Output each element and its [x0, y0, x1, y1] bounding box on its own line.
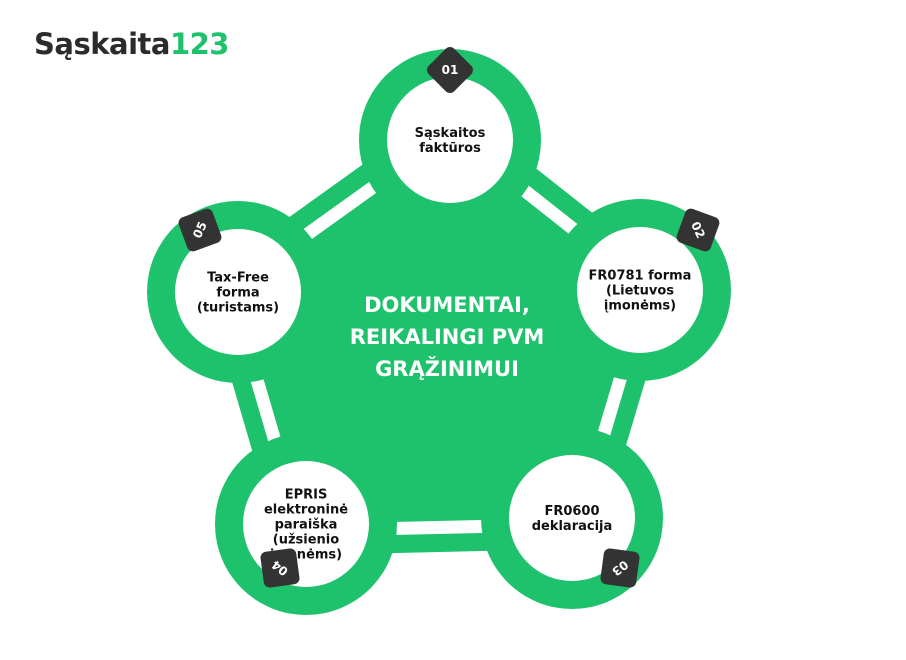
- node-label-line: įmonėms): [604, 299, 676, 314]
- center-title-line: GRĄŽINIMUI: [375, 356, 519, 381]
- center-title-line: DOKUMENTAI,: [364, 293, 530, 317]
- node-circle: [577, 227, 703, 353]
- badge-shape: [178, 208, 222, 252]
- node-label-line: Sąskaitos: [415, 126, 486, 141]
- badge-number: 01: [442, 63, 459, 77]
- badge-shape: [676, 208, 720, 252]
- node-label-line: EPRIS: [285, 488, 328, 503]
- node-label-line: deklaracija: [532, 519, 613, 534]
- number-badge: 01: [427, 47, 473, 93]
- node-circle: [387, 77, 513, 203]
- number-badge: 03: [600, 548, 640, 588]
- badge-number: 05: [190, 219, 210, 240]
- node-label-line: Tax-Free: [207, 271, 269, 286]
- node-label-line: elektroninė: [264, 503, 348, 518]
- node-circle: [175, 229, 301, 355]
- node-label-line: (Lietuvos: [606, 284, 674, 299]
- center-title: DOKUMENTAI, REIKALINGI PVM GRĄŽINIMUI: [350, 293, 545, 381]
- badge-shape: [260, 548, 300, 588]
- center-pentagon: [238, 140, 640, 524]
- node-label-line: paraiška: [275, 518, 338, 533]
- node-circle: [509, 455, 635, 581]
- badge-shape: [600, 548, 640, 588]
- badge-shape: [427, 47, 473, 93]
- badge-number: 02: [688, 219, 708, 240]
- node-label-line: (užsienio: [273, 533, 339, 548]
- logo-number: 123: [169, 27, 230, 61]
- center-title-line: REIKALINGI PVM: [350, 325, 545, 349]
- node-label-line: FR0781 forma: [589, 269, 692, 284]
- brand-logo: Sąskaita123: [34, 27, 230, 61]
- node-label-line: forma: [216, 286, 259, 301]
- logo-wordmark: Sąskaita: [34, 27, 170, 61]
- node-label-line: faktūros: [419, 141, 481, 156]
- number-badge: 04: [260, 548, 300, 588]
- number-badge: 02: [676, 208, 720, 252]
- node-label-line: FR0600: [544, 504, 599, 519]
- node-label-line: (turistams): [197, 301, 279, 316]
- number-badge: 05: [178, 208, 222, 252]
